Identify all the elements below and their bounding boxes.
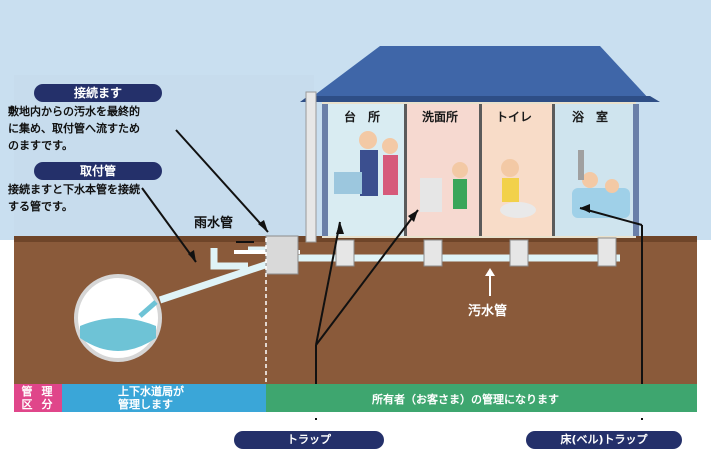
sewage-pipe-label: 汚水管 <box>468 304 508 319</box>
trap-label: トラップ <box>234 431 384 449</box>
management-heading-char: 理 <box>41 385 53 398</box>
house <box>300 46 660 238</box>
management-heading-char: 分 <box>41 398 53 411</box>
public-management-line: 管理します <box>118 398 173 411</box>
connecting-pipe-title: 取付管 <box>34 162 162 180</box>
floor-bell-trap-label: 床(ベル)トラップ <box>526 431 682 449</box>
management-heading-char: 管 <box>21 385 33 398</box>
rain-pipe-label: 雨水管 <box>194 216 234 231</box>
management-heading-band <box>14 384 62 412</box>
junction-box-line: のますです。 <box>8 139 74 152</box>
public-management-line: 上下水道局が <box>118 385 184 398</box>
rain-down-pipe <box>305 91 317 243</box>
pointer-lines <box>141 129 643 420</box>
connecting-pipe-description: 接続ますと下水本管を接続 する管です。 <box>8 181 178 215</box>
room-label-toilet: トイレ <box>496 110 533 124</box>
private-management-text: 所有者（お客さま）の管理になります <box>372 393 559 406</box>
private-management-band <box>266 384 697 412</box>
public-management-band <box>62 384 266 412</box>
junction-box-description: 敷地内からの汚水を最終的 に集め、取付管へ流すため のますです。 <box>8 103 178 154</box>
room-label-kitchen: 台 所 <box>344 110 381 124</box>
connecting-pipe-line: する管です。 <box>8 200 73 213</box>
public-management-text: 上下水道局が 管理します <box>118 385 184 411</box>
junction-box-title: 接続ます <box>34 84 162 102</box>
room-label-washroom: 洗面所 <box>422 110 459 124</box>
junction-box-line: 敷地内からの汚水を最終的 <box>8 105 140 118</box>
junction-box <box>265 235 299 275</box>
connecting-pipe-line: 接続ますと下水本管を接続 <box>8 183 140 196</box>
roof <box>308 46 650 100</box>
room-label-bath: 浴 室 <box>572 110 609 124</box>
management-heading-char: 区 <box>21 398 33 411</box>
junction-box-line: に集め、取付管へ流すため <box>8 122 140 135</box>
